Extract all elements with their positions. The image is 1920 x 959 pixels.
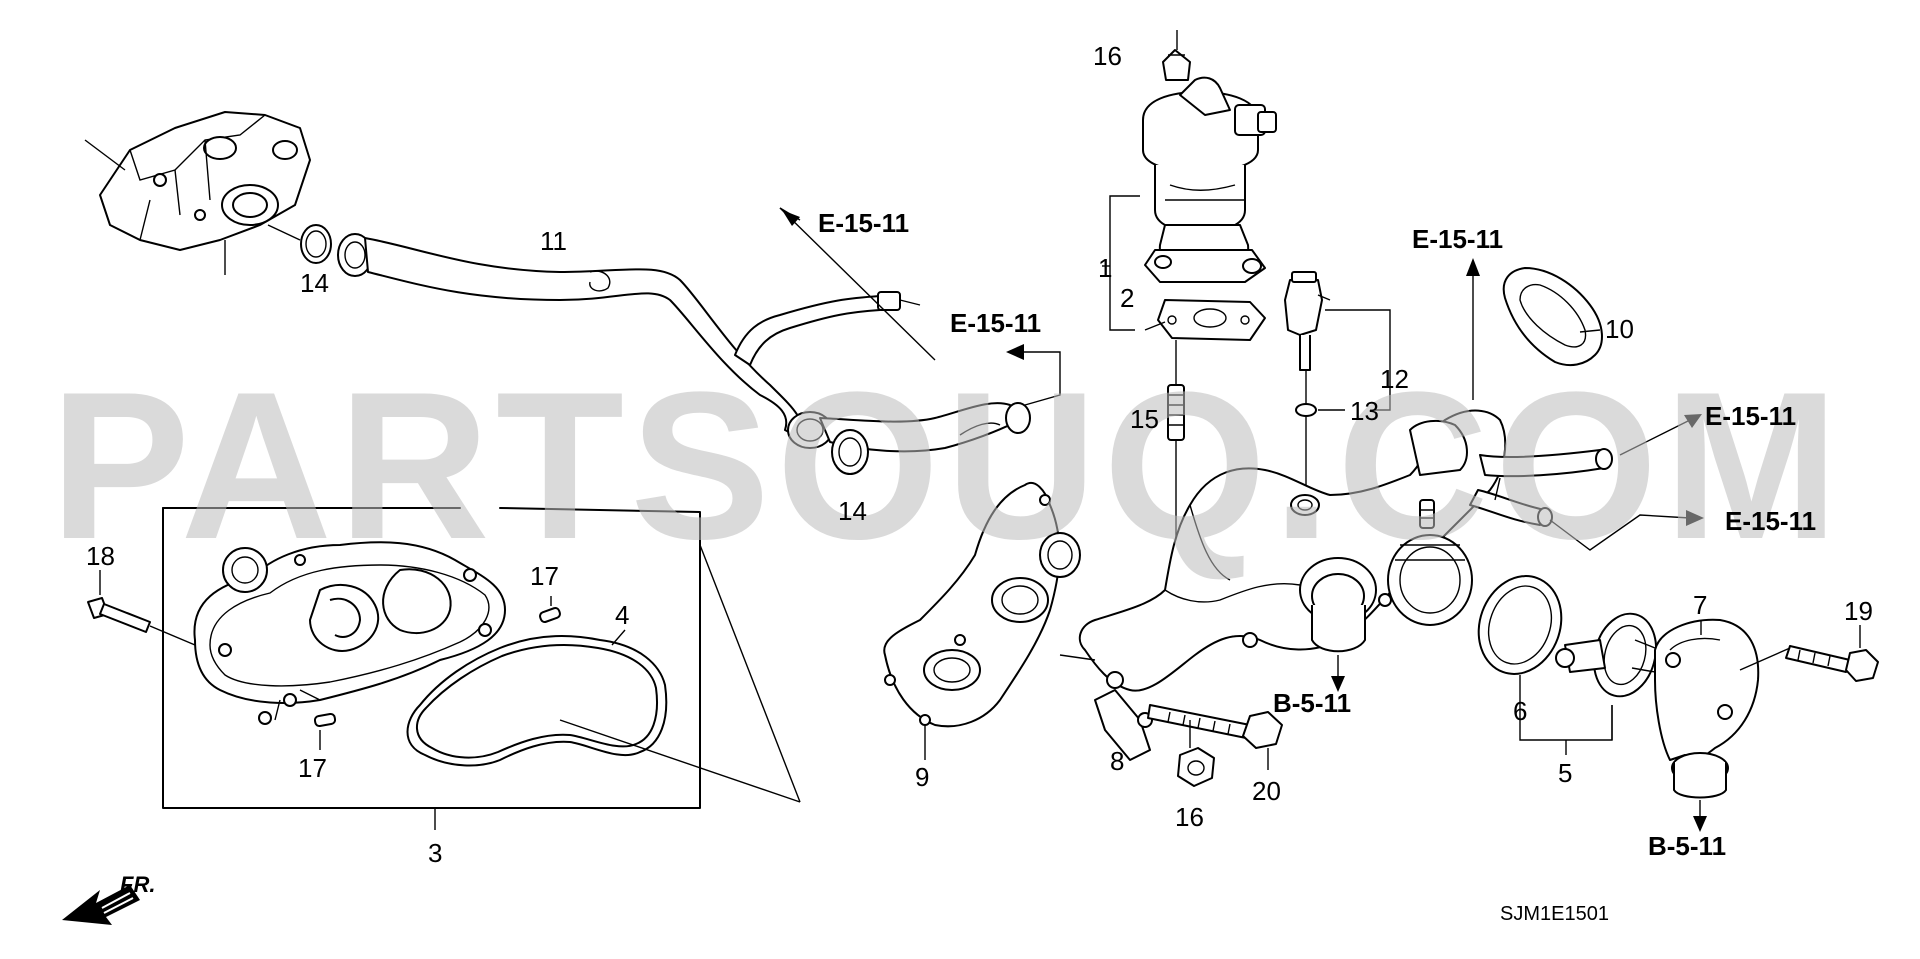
callout-2: 2 <box>1120 283 1134 313</box>
temp-sensor <box>1284 271 1391 495</box>
o-ring-upper <box>267 224 332 264</box>
callout-5: 5 <box>1558 758 1572 788</box>
ref-e-15-11-e: E-15-11 <box>1725 506 1816 536</box>
callout-11: 11 <box>540 226 567 256</box>
water-passage <box>1059 409 1613 761</box>
callout-3: 3 <box>428 838 442 868</box>
thermostat-cover <box>1654 618 1760 799</box>
callout-7: 7 <box>1693 590 1707 620</box>
ref-b-5-11-a: B-5-11 <box>1273 688 1351 718</box>
water-pipe <box>337 233 1031 453</box>
stud-15 <box>1167 340 1185 620</box>
front-arrow <box>62 885 140 925</box>
ref-e-15-11-b: E-15-11 <box>950 308 1041 338</box>
watermark: PARTSOUQ.COM <box>50 348 1845 583</box>
water-pump-box <box>162 507 801 830</box>
callout-18: 18 <box>86 541 115 571</box>
egr-valve <box>1142 30 1277 283</box>
ref-e-15-11-a: E-15-11 <box>818 208 909 238</box>
bracket-1 <box>1109 195 1140 331</box>
dowel-pins <box>313 596 561 750</box>
callout-10: 10 <box>1605 314 1634 344</box>
bolt-20 <box>1147 704 1283 770</box>
callout-14-upper: 14 <box>300 268 329 298</box>
pipe-reference-lines <box>779 207 1061 406</box>
water-pump <box>193 541 506 725</box>
callout-numbers: 1 2 3 4 5 6 7 8 9 10 11 12 13 14 14 15 1… <box>86 41 1873 868</box>
diagram-code: SJM1E1501 <box>1500 903 1609 925</box>
callout-14-lower: 14 <box>838 496 867 526</box>
callout-19: 19 <box>1844 596 1873 626</box>
bolt-18 <box>87 570 196 646</box>
ref-e-15-11-c: E-15-11 <box>1412 224 1503 254</box>
nut-16-lower <box>1177 720 1215 787</box>
callout-6: 6 <box>1513 696 1527 726</box>
engine-block-fragment <box>84 111 311 275</box>
bracket-5 <box>1519 700 1613 741</box>
callout-15: 15 <box>1130 404 1159 434</box>
ref-e-15-11-d: E-15-11 <box>1705 401 1796 431</box>
callout-1: 1 <box>1098 253 1112 283</box>
callout-8: 8 <box>1110 746 1124 776</box>
o-ring-lower <box>831 429 869 475</box>
intermediate-gasket <box>883 482 1081 760</box>
callout-9: 9 <box>915 762 929 792</box>
pump-gasket <box>406 629 668 767</box>
callout-16-lower: 16 <box>1175 802 1204 832</box>
front-label: FR. <box>120 872 155 897</box>
callout-13: 13 <box>1350 396 1379 426</box>
callout-4: 4 <box>615 600 629 630</box>
callout-12: 12 <box>1380 364 1409 394</box>
callout-20: 20 <box>1252 776 1281 806</box>
thermostat-gasket <box>1477 575 1563 700</box>
reference-arrows <box>1331 258 1707 832</box>
thermostat <box>1555 612 1661 740</box>
bolt-19 <box>1739 625 1879 682</box>
callout-16-upper: 16 <box>1093 41 1122 71</box>
outlet-gasket <box>1502 267 1603 367</box>
callout-17-upper: 17 <box>530 561 559 591</box>
reference-labels: E-15-11 E-15-11 E-15-11 E-15-11 E-15-11 … <box>818 208 1816 861</box>
callout-17-lower: 17 <box>298 753 327 783</box>
egr-gasket <box>1157 299 1266 341</box>
ref-b-5-11-b: B-5-11 <box>1648 831 1726 861</box>
